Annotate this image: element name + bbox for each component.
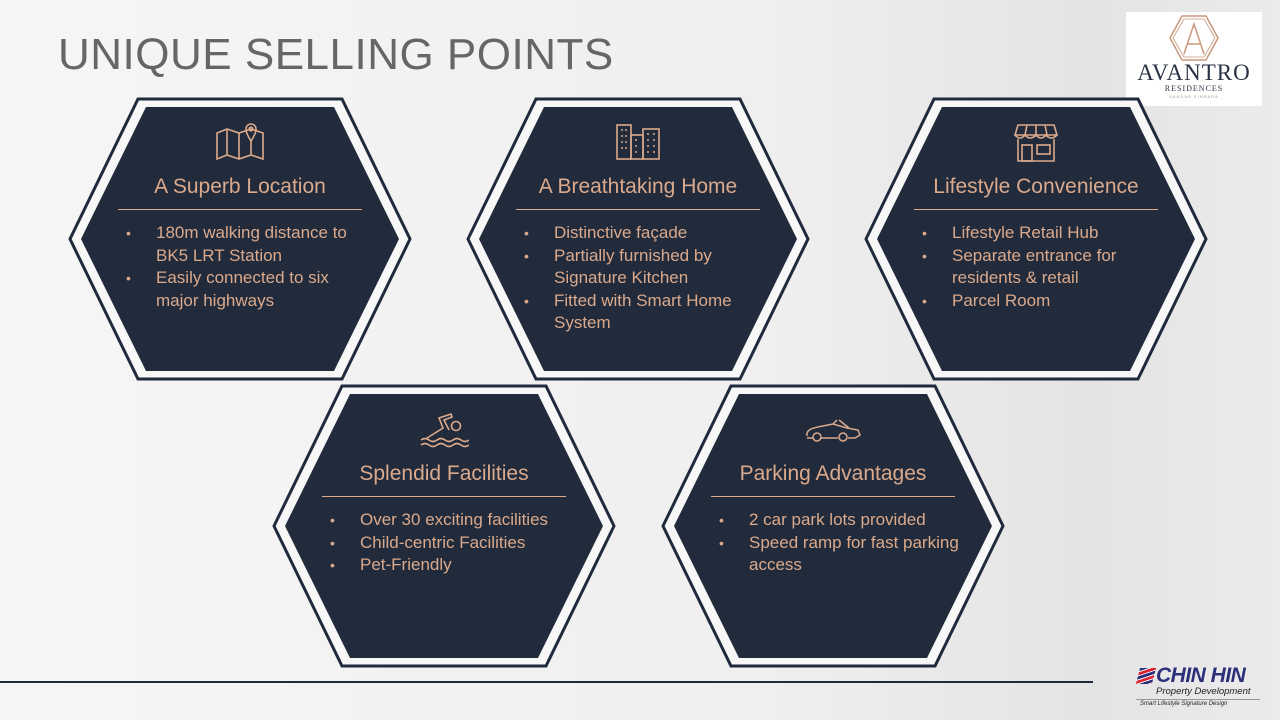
map-pin-icon — [68, 121, 412, 163]
usp-card-1: A Superb Location 180m walking distance t… — [68, 97, 412, 381]
bullet-item: Over 30 exciting facilities — [330, 509, 576, 532]
swimmer-icon — [272, 408, 616, 450]
bullet-item: Child-centric Facilities — [330, 532, 576, 555]
bullet-item: Lifestyle Retail Hub — [922, 222, 1168, 245]
bullet-list: Distinctive façadePartially furnished by… — [524, 222, 770, 335]
storefront-icon — [864, 121, 1208, 163]
hexagon-a-icon — [1169, 15, 1219, 61]
logo-sub: RESIDENCES — [1164, 84, 1224, 93]
title-divider — [322, 496, 566, 497]
card-title: A Breathtaking Home — [538, 175, 738, 198]
avantro-logo: AVANTRO RESIDENCES BANDAR KINRARA — [1126, 12, 1262, 106]
bullet-list: 180m walking distance to BK5 LRT Station… — [126, 222, 372, 312]
bullet-item: Partially furnished by Signature Kitchen — [524, 245, 770, 290]
footer-divider — [0, 681, 1093, 683]
page-title: UNIQUE SELLING POINTS — [58, 30, 614, 79]
buildings-icon — [466, 121, 810, 163]
bullet-item: Pet-Friendly — [330, 554, 576, 577]
bullet-item: Speed ramp for fast parking access — [719, 532, 965, 577]
title-divider — [711, 496, 955, 497]
usp-card-4: Splendid FacilitiesOver 30 exciting faci… — [272, 384, 616, 668]
usp-card-3: Lifestyle ConvenienceLifestyle Retail Hu… — [864, 97, 1208, 381]
bullet-item: Separate entrance for residents & retail — [922, 245, 1168, 290]
chinhin-logo: CHIN HIN Property Development Smart Life… — [1135, 664, 1260, 707]
title-divider — [914, 209, 1158, 210]
bullet-list: Lifestyle Retail HubSeparate entrance fo… — [922, 222, 1168, 312]
bullet-item: Fitted with Smart Home System — [524, 290, 770, 335]
bullet-list: 2 car park lots providedSpeed ramp for f… — [719, 509, 965, 577]
bullet-item: Easily connected to six major highways — [126, 267, 372, 312]
bullet-item: Distinctive façade — [524, 222, 770, 245]
logo-name: AVANTRO — [1137, 60, 1251, 85]
title-divider — [516, 209, 760, 210]
chinhin-tagline: Smart Lifestyle Signature Design — [1136, 699, 1260, 707]
title-divider — [118, 209, 362, 210]
bullet-item: 2 car park lots provided — [719, 509, 965, 532]
bullet-item: 180m walking distance to BK5 LRT Station — [126, 222, 372, 267]
bullet-item: Parcel Room — [922, 290, 1168, 313]
bullet-list: Over 30 exciting facilitiesChild-centric… — [330, 509, 576, 577]
card-title: Splendid Facilities — [359, 462, 529, 485]
chinhin-brand: CHIN HIN — [1156, 664, 1246, 687]
logo-location: BANDAR KINRARA — [1169, 94, 1219, 99]
card-title: A Superb Location — [154, 175, 326, 198]
usp-card-2: A Breathtaking HomeDistinctive façadePar… — [466, 97, 810, 381]
card-title: Parking Advantages — [739, 462, 927, 485]
car-icon — [661, 408, 1005, 450]
card-title: Lifestyle Convenience — [933, 175, 1139, 198]
chinhin-subtitle: Property Development — [1156, 686, 1251, 697]
usp-card-5: Parking Advantages 2 car park lots provid… — [661, 384, 1005, 668]
